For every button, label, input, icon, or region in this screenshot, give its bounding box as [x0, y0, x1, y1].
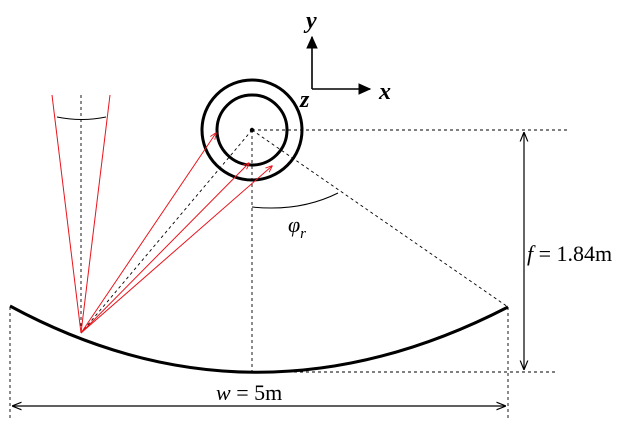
focal-length-label: f = 1.84m: [527, 241, 612, 266]
rim-line-right: [251, 129, 509, 308]
x-axis-label: x: [378, 79, 391, 105]
sun-cone-angle-arc: [56, 116, 107, 120]
coordinate-system: y x z: [299, 8, 391, 113]
y-axis-label: y: [303, 8, 317, 34]
reflected-rays: [80, 133, 272, 334]
incident-ray-right: [80, 94, 111, 334]
parabolic-mirror: [9, 304, 509, 374]
construction-lines: [9, 95, 570, 420]
incident-rays: [51, 94, 111, 334]
receiver-inner-circle: [215, 93, 289, 167]
aperture-width-dimension: w = 5m: [13, 380, 505, 406]
z-axis-label: z: [299, 87, 310, 113]
rim-angle-arc: [251, 192, 339, 209]
focal-to-mirror-line: [80, 129, 253, 334]
reflected-ray-1: [80, 133, 216, 334]
focal-length-dimension: f = 1.84m: [524, 133, 612, 369]
rim-angle-label: φr: [288, 212, 306, 242]
incident-ray-left: [51, 94, 82, 334]
aperture-width-label: w = 5m: [216, 380, 282, 405]
reflected-ray-3: [80, 166, 272, 334]
reflected-ray-2: [80, 163, 249, 334]
